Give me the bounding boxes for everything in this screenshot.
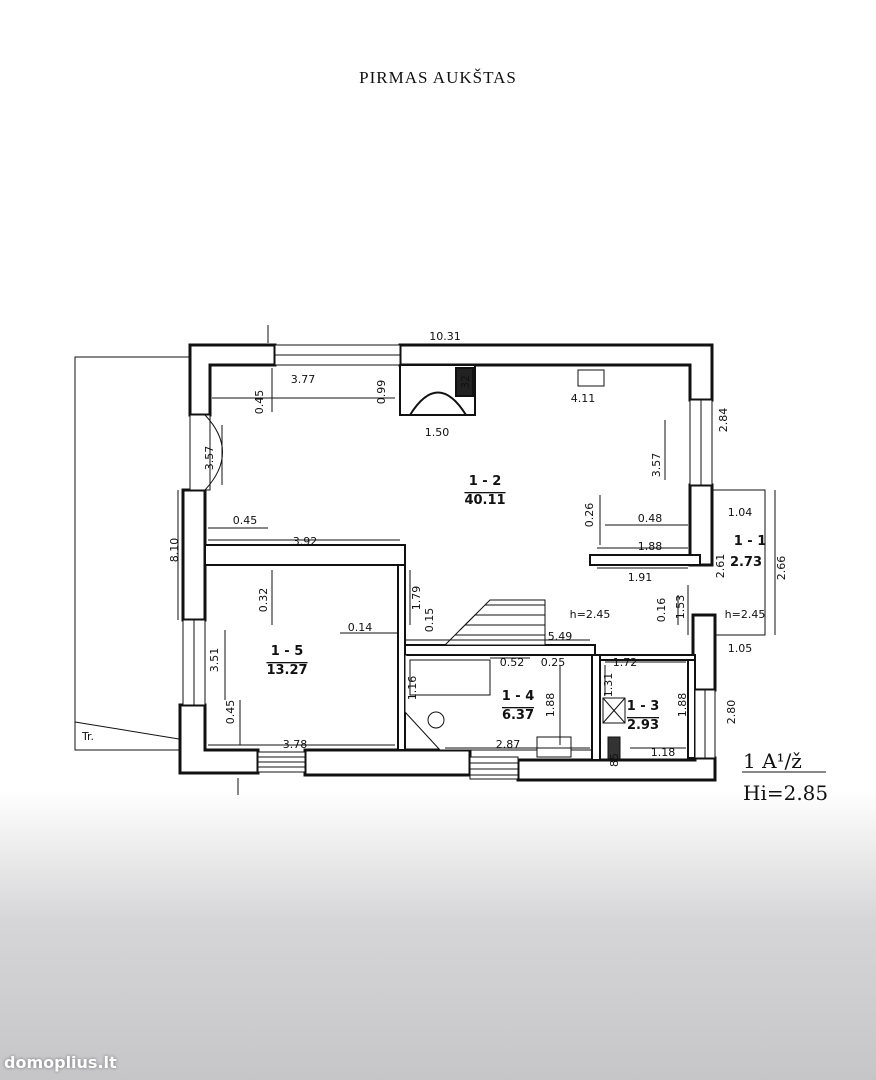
dim-label-261: 2.61 [714, 554, 727, 579]
dim-label-357a: 3.57 [203, 446, 216, 471]
room-1-4-area: 6.37 [502, 708, 534, 723]
chimney [455, 367, 474, 397]
dim-label-188a: 1.88 [638, 540, 663, 553]
dim-label-188c: 1.88 [676, 693, 689, 718]
watermark-logo: domoplius.lt [4, 1053, 117, 1072]
dim-label-32: 32 [459, 375, 472, 389]
legend-line-2: Hi=2.85 [743, 781, 828, 805]
dim-label-045b: 0.45 [233, 514, 258, 527]
dim-label-85: 85 [608, 753, 621, 767]
wall-room5-right [397, 564, 406, 751]
page-title: PIRMAS AUKŠTAS [359, 68, 517, 87]
outer-wall-south-mid [303, 748, 472, 777]
dim-label-172: 1.72 [613, 656, 638, 669]
room-1-1-area: 2.73 [730, 555, 762, 570]
dim-label-026: 0.26 [583, 503, 596, 528]
room-1-2-area: 40.11 [464, 493, 505, 508]
dim-label-1031: 10.31 [429, 330, 461, 343]
dim-label-284: 2.84 [717, 408, 730, 433]
fireplace-arc [409, 391, 467, 416]
terrace-outline [74, 356, 190, 751]
wall-room4-room3 [591, 654, 601, 761]
entrance-steps-south [469, 756, 519, 780]
outer-wall-west-lower [178, 703, 260, 775]
dim-label-191: 1.91 [628, 571, 653, 584]
terrace-diagonal [74, 721, 186, 741]
room-1-3-id: 1 - 3 [627, 699, 660, 714]
porch-outline [712, 489, 766, 636]
dim-label-016: 0.16 [655, 598, 668, 623]
dim-label-052: 0.52 [500, 656, 525, 669]
room-1-3-area: 2.93 [627, 718, 659, 733]
outer-wall-east-upper [688, 483, 714, 567]
room-1-2-id: 1 - 2 [469, 474, 502, 489]
room-1-1-id: 1 - 1 [734, 534, 767, 549]
dim-label-015: 0.15 [423, 608, 436, 633]
dim-label-179: 1.79 [410, 586, 423, 611]
door-west [189, 414, 211, 491]
wall-room3-right [687, 659, 696, 759]
staircase [443, 599, 546, 646]
wall-room5-top [204, 544, 406, 566]
dim-label-280: 2.80 [725, 700, 738, 725]
boiler-x2 [602, 697, 626, 724]
dim-label-116: 1.16 [406, 676, 419, 701]
dim-label-377: 3.77 [291, 373, 316, 386]
dim-label-032: 0.32 [257, 588, 270, 613]
paper-shadow [0, 790, 876, 1080]
dim-label-351: 3.51 [208, 648, 221, 673]
dim-label-048: 0.48 [638, 512, 663, 525]
dim-label-287: 2.87 [496, 738, 521, 751]
room-1-5-area: 13.27 [266, 663, 307, 678]
dim-label-118: 1.18 [651, 746, 676, 759]
dim-label-411: 4.11 [571, 392, 596, 405]
wall-room4-top [404, 644, 596, 656]
dim-label-045a: 0.45 [253, 390, 266, 415]
room3-fixture [607, 736, 621, 760]
dim-label-025: 0.25 [541, 656, 566, 669]
bathtub [409, 659, 491, 696]
terrace-label: Tr. [81, 730, 94, 743]
dim-label-245b: h=2.45 [725, 608, 766, 621]
outer-wall-west-upper [181, 488, 207, 622]
dim-label-105: 1.05 [728, 642, 753, 655]
dim-label-153: 1.53 [674, 595, 687, 620]
room-1-5-id: 1 - 5 [271, 644, 304, 659]
dim-label-104: 1.04 [728, 506, 753, 519]
dim-label-131: 1.31 [602, 673, 615, 698]
dim-label-150: 1.50 [425, 426, 450, 439]
sink [536, 736, 572, 758]
wall-hall-partition [589, 554, 701, 566]
legend-line-1: 1 A¹/ž [743, 749, 802, 773]
dim-label-266: 2.66 [775, 556, 788, 581]
dim-label-810: 8.10 [168, 538, 181, 563]
dim-label-245a: h=2.45 [570, 608, 611, 621]
outer-wall-east-lower [691, 613, 717, 692]
dim-label-014: 0.14 [348, 621, 373, 634]
dim-label-357b: 3.57 [650, 453, 663, 478]
stair-arrow [459, 614, 476, 631]
dim-label-392: 3.92 [293, 535, 318, 548]
room-1-4-id: 1 - 4 [502, 689, 535, 704]
dim-label-099: 0.99 [375, 380, 388, 405]
toilet [427, 711, 445, 729]
fuse-box-icon [577, 369, 605, 387]
dim-label-045c: 0.45 [224, 700, 237, 725]
dim-label-549: 5.49 [548, 630, 573, 643]
dim-label-378: 3.78 [283, 738, 308, 751]
dim-label-188b: 1.88 [544, 693, 557, 718]
